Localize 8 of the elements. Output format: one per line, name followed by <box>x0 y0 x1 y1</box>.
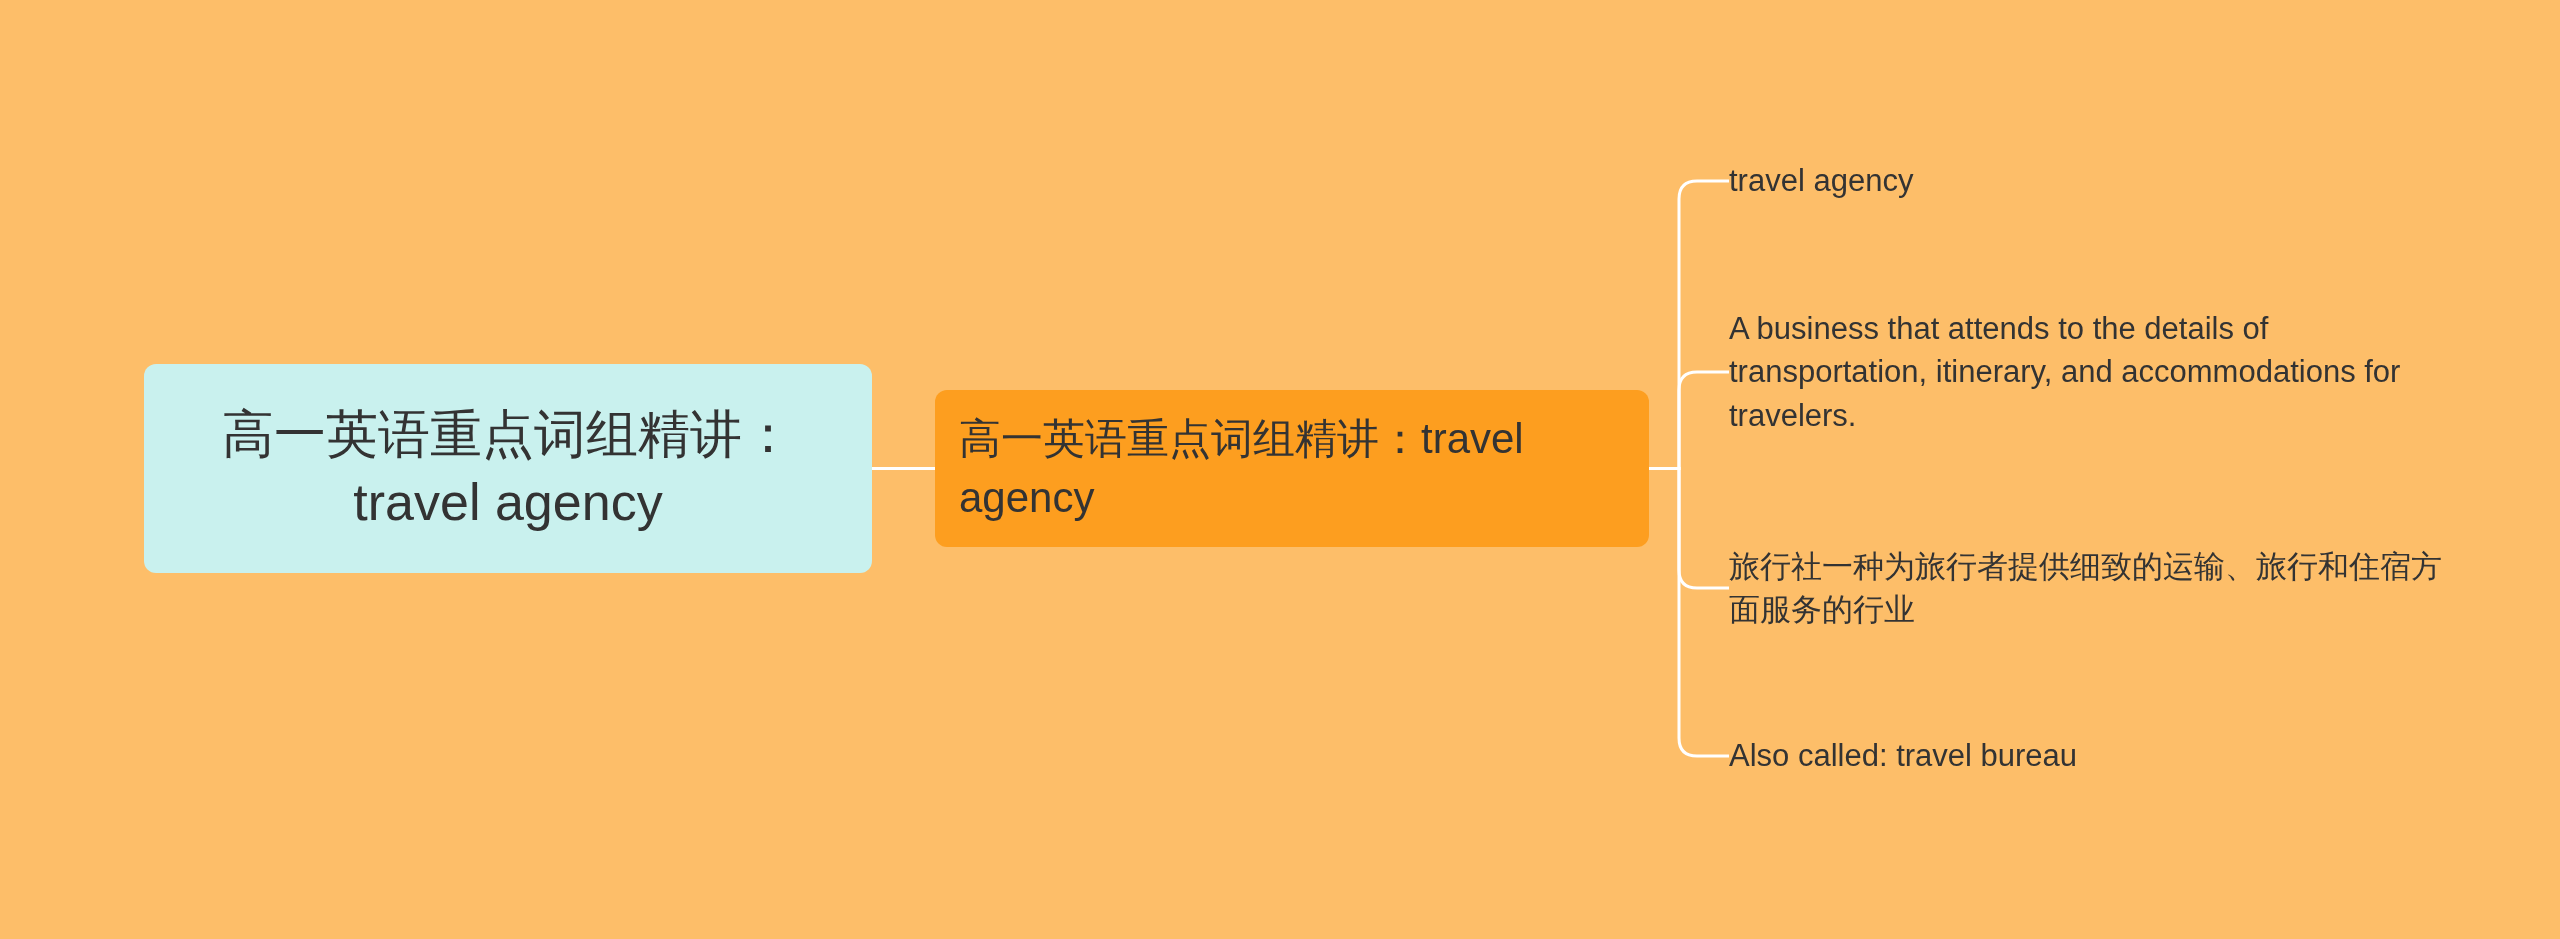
leaf-text: travel agency <box>1729 152 2449 210</box>
connector-line <box>1649 467 1729 758</box>
topic-box: 高一英语重点词组精讲：travel agency <box>935 390 1649 547</box>
leaf-text: A business that attends to the details of transportation, itinerary, and accommodations for travelers. <box>1729 300 2449 444</box>
leaf-text: 旅行社一种为旅行者提供细致的运输、旅行和住宿方面服务的行业 <box>1729 540 2449 636</box>
root-topic-box: 高一英语重点词组精讲：travel agency <box>144 364 872 573</box>
leaf-text: Also called: travel bureau <box>1729 727 2449 785</box>
connector-line <box>872 467 935 470</box>
